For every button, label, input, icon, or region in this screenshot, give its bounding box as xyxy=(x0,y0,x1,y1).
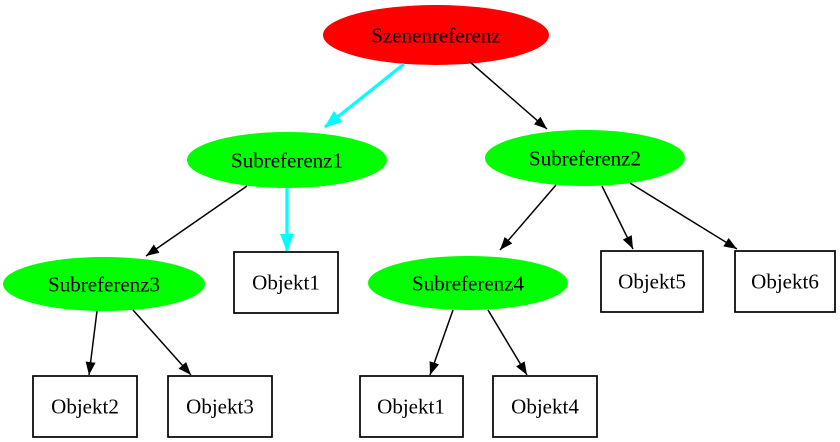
objekt1-mitte-label: Objekt1 xyxy=(252,270,320,294)
node-subreferenz4: Subreferenz4 xyxy=(368,256,568,310)
node-objekt1-unten: Objekt1 xyxy=(359,375,464,438)
node-szenenreferenz: Szenenreferenz xyxy=(323,5,549,65)
node-objekt6: Objekt6 xyxy=(734,250,836,313)
node-objekt2: Objekt2 xyxy=(32,375,138,438)
subreferenz3-ellipse xyxy=(3,257,205,311)
objekt4-label: Objekt4 xyxy=(511,394,579,418)
node-subreferenz2: Subreferenz2 xyxy=(485,130,685,186)
edge-subreferenz2-subreferenz4 xyxy=(499,184,557,251)
edge-subreferenz4-objekt4 xyxy=(487,309,528,376)
objekt1-mitte-box xyxy=(233,251,339,314)
objekt4-box xyxy=(492,375,598,438)
objekt3-box xyxy=(167,375,273,438)
node-subreferenz3: Subreferenz3 xyxy=(3,257,205,311)
edge-subreferenz4-objekt1 xyxy=(429,309,454,376)
subreferenz2-ellipse xyxy=(485,130,685,186)
objekt1-unten-label: Objekt1 xyxy=(377,394,445,418)
subreferenz1-label: Subreferenz1 xyxy=(231,148,343,172)
objekt5-label: Objekt5 xyxy=(618,269,686,293)
szenenreferenz-ellipse xyxy=(323,5,549,65)
szenenreferenz-label: Szenenreferenz xyxy=(371,23,500,47)
edge-subreferenz3-objekt3 xyxy=(132,309,192,376)
node-objekt3: Objekt3 xyxy=(167,375,273,438)
edge-subreferenz2-objekt6 xyxy=(629,182,738,250)
objekt6-box xyxy=(734,250,836,313)
objekt3-label: Objekt3 xyxy=(186,394,254,418)
subreferenz4-label: Subreferenz4 xyxy=(412,271,524,295)
node-objekt4: Objekt4 xyxy=(492,375,598,438)
objekt6-label: Objekt6 xyxy=(751,269,819,293)
objekt1-unten-box xyxy=(359,375,464,438)
objekt2-label: Objekt2 xyxy=(51,394,119,418)
edge-szenenreferenz-subreferenz1 xyxy=(324,62,405,129)
subreferenz3-label: Subreferenz3 xyxy=(48,272,160,296)
objekt5-box xyxy=(600,250,704,313)
node-subreferenz1: Subreferenz1 xyxy=(187,132,387,188)
subreferenz2-label: Subreferenz2 xyxy=(529,146,641,170)
node-objekt1-mitte: Objekt1 xyxy=(233,251,339,314)
edge-szenenreferenz-subreferenz2 xyxy=(469,61,548,130)
objekt2-box xyxy=(32,375,138,438)
subreferenz4-ellipse xyxy=(368,256,568,310)
node-objekt5: Objekt5 xyxy=(600,250,704,313)
edge-subreferenz2-objekt5 xyxy=(601,185,634,250)
edge-subreferenz3-objekt2 xyxy=(85,310,98,376)
edge-subreferenz1-subreferenz3 xyxy=(145,185,248,257)
subreferenz1-ellipse xyxy=(187,132,387,188)
